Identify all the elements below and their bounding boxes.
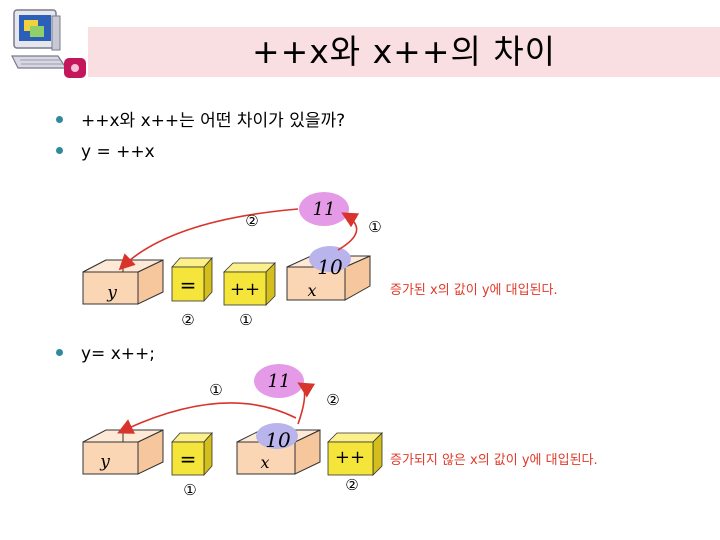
increment-arrow <box>297 382 316 425</box>
equals-label: = <box>180 447 197 471</box>
bullet-postincrement: y= x++; <box>56 343 155 365</box>
old-value-label: 10 <box>265 428 291 452</box>
preincrement-caption: 증가된 x의 값이 y에 대입된다. <box>390 283 558 298</box>
page-title: ++x와 x++의 차이 <box>251 32 557 71</box>
bullet-dot-icon <box>56 115 63 123</box>
computer-icon <box>11 9 86 78</box>
step-2-marker: ② <box>326 391 339 409</box>
equals-label: = <box>180 273 197 297</box>
increment-label: ++ <box>230 279 260 300</box>
new-value-bubble <box>254 364 304 398</box>
increment-label: ++ <box>335 447 365 468</box>
new-value-label: 11 <box>268 371 291 392</box>
bullet-text: y= x++; <box>81 344 155 364</box>
variable-x-label: x <box>260 453 269 472</box>
bullet-text: ++x와 x++는 어떤 차이가 있을까? <box>81 111 346 131</box>
variable-y-box <box>82 429 164 475</box>
new-value-bubble <box>299 192 349 226</box>
bullet-preincrement: y = ++x <box>56 141 155 163</box>
title-bar <box>88 27 720 77</box>
bullet-text: y = ++x <box>81 142 155 162</box>
variable-y-label: y <box>99 452 110 472</box>
equals-cube <box>171 431 213 477</box>
assign-arrow <box>117 402 297 434</box>
increment-cube <box>223 262 276 306</box>
step-2-marker: ② <box>345 476 358 494</box>
step-2-marker: ② <box>245 212 258 230</box>
step-1-marker: ① <box>209 381 222 399</box>
variable-y-label: y <box>106 283 117 303</box>
new-value-label: 11 <box>313 199 336 220</box>
step-1-marker: ① <box>183 481 196 499</box>
assign-arrow <box>118 208 299 271</box>
bullet-question: ++x와 x++는 어떤 차이가 있을까? <box>56 110 345 132</box>
postincrement-caption: 증가되지 않은 x의 값이 y에 대입된다. <box>390 453 598 468</box>
old-value-bubble <box>309 246 351 272</box>
preincrement-diagram: y = ++ 10 x 11 ② ① <box>0 180 720 340</box>
step-1-marker: ① <box>239 311 252 329</box>
variable-x-label: x <box>307 281 316 300</box>
increment-arrow <box>337 212 360 251</box>
old-value-label: 10 <box>317 255 343 279</box>
step-2-marker: ② <box>181 311 194 329</box>
increment-cube <box>327 432 383 476</box>
step-1-marker: ① <box>368 218 381 236</box>
postincrement-diagram: y = 10 x ++ 11 ① ② <box>0 360 720 510</box>
equals-cube <box>171 256 213 303</box>
bullet-dot-icon <box>56 146 63 154</box>
bullet-dot-icon <box>56 348 63 356</box>
old-value-bubble <box>256 423 298 449</box>
